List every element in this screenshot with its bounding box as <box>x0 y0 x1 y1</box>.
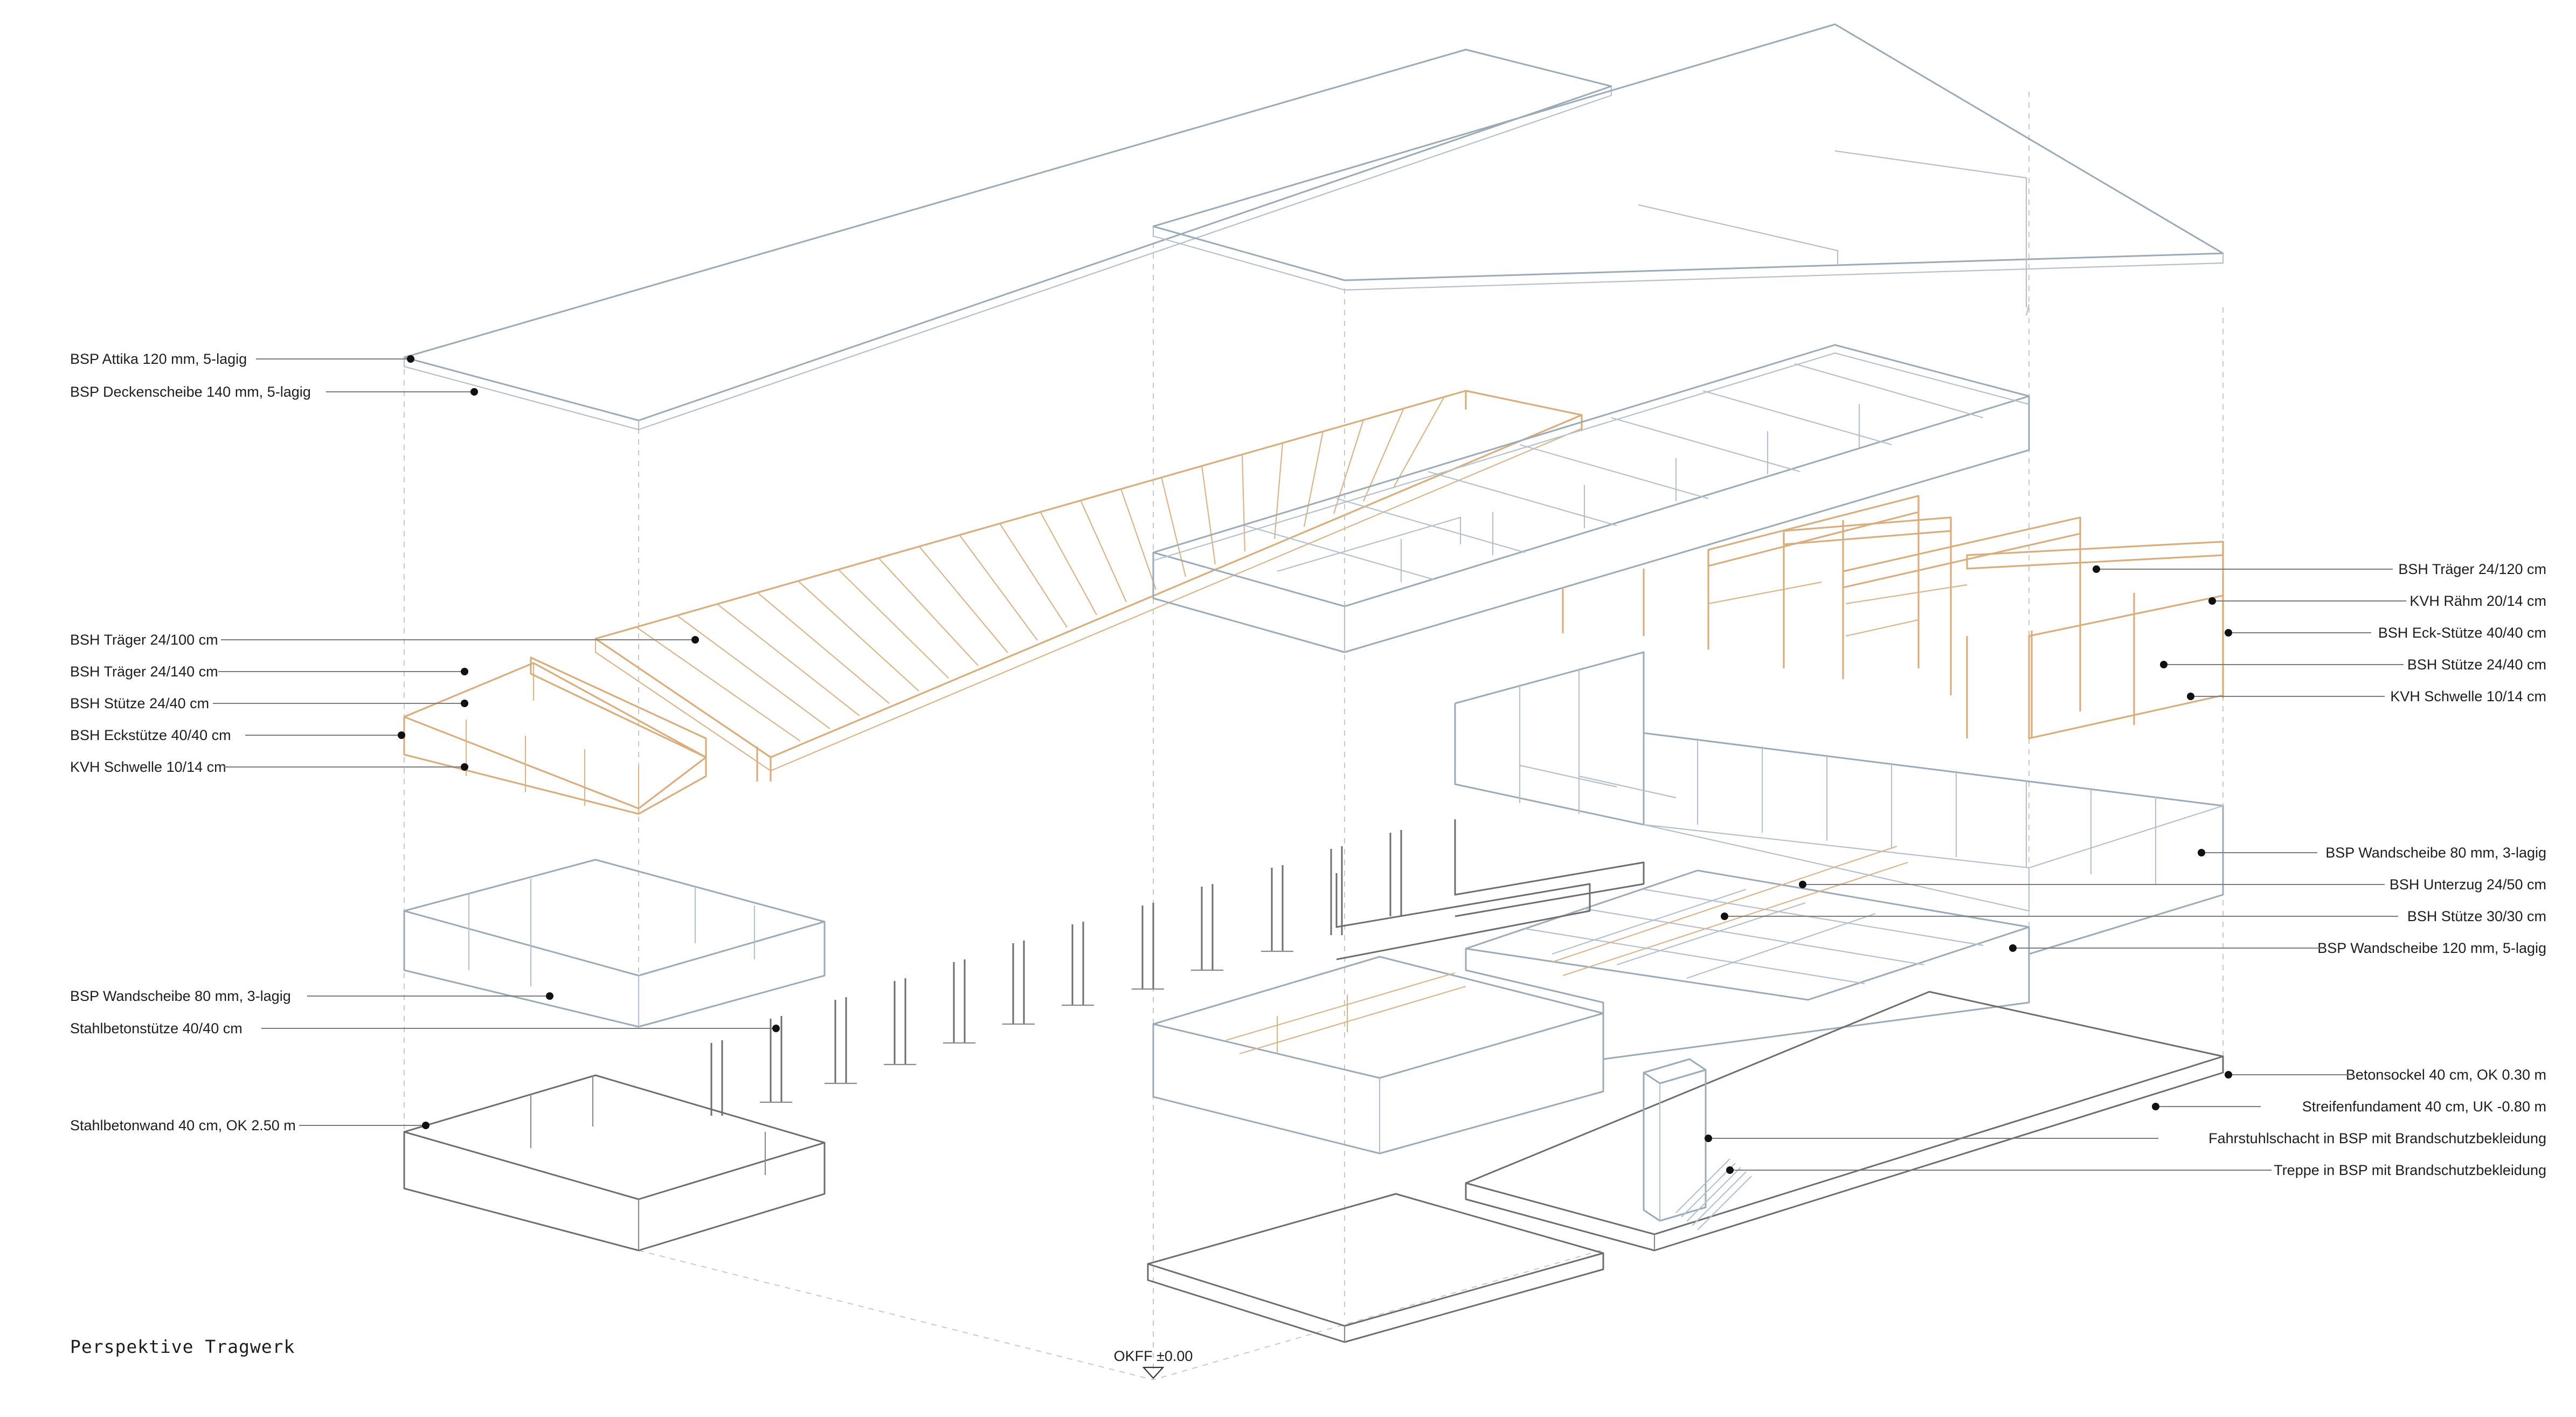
label-bsp-wandscheibe-80: BSP Wandscheibe 80 mm, 3-lagig <box>70 988 553 1004</box>
clt-wall-storey-east <box>1454 651 2224 1003</box>
svg-text:Stahlbetonwand 40 cm, OK 2.50: Stahlbetonwand 40 cm, OK 2.50 m <box>70 1117 296 1133</box>
timber-beam-grid-west <box>594 390 1583 782</box>
svg-text:BSH Eck-Stütze 40/40 cm: BSH Eck-Stütze 40/40 cm <box>2378 625 2546 641</box>
label-bsp-wandscheibe-120: BSP Wandscheibe 120 mm, 5-lagig <box>2009 940 2546 956</box>
svg-text:KVH Rähm 20/14 cm: KVH Rähm 20/14 cm <box>2409 593 2546 609</box>
svg-text:BSH Träger 24/100 cm: BSH Träger 24/100 cm <box>70 632 218 648</box>
svg-text:BSP Wandscheibe 120 mm, 5-lag: BSP Wandscheibe 120 mm, 5-lagig <box>2317 940 2546 956</box>
roof-slab-east <box>1152 23 2224 316</box>
svg-text:BSH Träger 24/140 cm: BSH Träger 24/140 cm <box>70 663 218 680</box>
svg-text:BSH Stütze 24/40 cm: BSH Stütze 24/40 cm <box>70 695 209 711</box>
label-bsh-eck-stuetze: BSH Eck-Stütze 40/40 cm <box>2225 625 2546 641</box>
label-bsh-stuetze: BSH Stütze 24/40 cm <box>70 695 468 711</box>
svg-text:KVH Schwelle 10/14 cm: KVH Schwelle 10/14 cm <box>2390 688 2546 704</box>
label-kvh-schwelle-east: KVH Schwelle 10/14 cm <box>2187 688 2546 704</box>
timber-frame-west <box>403 656 707 815</box>
labels-left: BSP Attika 120 mm, 5-lagig BSP Deckensch… <box>70 351 780 1133</box>
label-bsh-traeger-100: BSH Träger 24/100 cm <box>70 632 699 648</box>
stair <box>1675 1158 1752 1231</box>
label-stahlbetonstuetze: Stahlbetonstütze 40/40 cm <box>70 1020 780 1036</box>
svg-text:Fahrstuhlschacht in BSP mit Br: Fahrstuhlschacht in BSP mit Brandschutzb… <box>2208 1130 2546 1146</box>
concrete-columns <box>710 830 1402 1116</box>
clt-small-block <box>1152 956 1604 1155</box>
foundation-south <box>1147 1193 1604 1343</box>
projection-lines <box>404 92 2224 1381</box>
label-bsh-traeger-120: BSH Träger 24/120 cm <box>2093 561 2546 577</box>
label-stahlbetonwand: Stahlbetonwand 40 cm, OK 2.50 m <box>70 1117 430 1133</box>
labels-right: BSH Träger 24/120 cm KVH Rähm 20/14 cm B… <box>1705 561 2546 1178</box>
datum-label: OKFF ±0.00 <box>1114 1348 1193 1364</box>
svg-text:Streifenfundament 40 cm, UK -0: Streifenfundament 40 cm, UK -0.80 m <box>2302 1098 2546 1115</box>
label-bsh-eckstuetze: BSH Eckstütze 40/40 cm <box>70 727 405 743</box>
label-fahrstuhlschacht: Fahrstuhlschacht in BSP mit Brandschutzb… <box>1705 1130 2546 1146</box>
label-streifenfundament: Streifenfundament 40 cm, UK -0.80 m <box>2152 1098 2546 1115</box>
datum-marker: OKFF ±0.00 <box>1114 1348 1193 1379</box>
svg-text:KVH Schwelle 10/14 cm: KVH Schwelle 10/14 cm <box>70 759 226 775</box>
label-bsh-traeger-140: BSH Träger 24/140 cm <box>70 663 468 680</box>
elevator-shaft <box>1643 1058 1707 1222</box>
svg-text:BSP Attika 120 mm, 5-lagig: BSP Attika 120 mm, 5-lagig <box>70 351 247 367</box>
timber-frames-east <box>1562 495 2224 739</box>
foundation-east <box>1465 991 2224 1252</box>
drawing-title: Perspektive Tragwerk <box>70 1336 295 1357</box>
svg-text:BSP Deckenscheibe 140 mm, 5-la: BSP Deckenscheibe 140 mm, 5-lagig <box>70 384 311 400</box>
svg-text:Betonsockel 40 cm, OK 0.30 m: Betonsockel 40 cm, OK 0.30 m <box>2346 1067 2546 1083</box>
label-bsp-attika: BSP Attika 120 mm, 5-lagig <box>70 351 414 367</box>
label-kvh-schwelle: KVH Schwelle 10/14 cm <box>70 759 468 775</box>
label-bsh-stuetze-30: BSH Stütze 30/30 cm <box>1721 908 2546 924</box>
svg-text:BSH Träger 24/120 cm: BSH Träger 24/120 cm <box>2398 561 2546 577</box>
clt-upper-block-east <box>1152 344 2030 653</box>
svg-text:Treppe in BSP mit Brandschutzb: Treppe in BSP mit Brandschutzbekleidung <box>2274 1162 2546 1178</box>
svg-text:BSH Unterzug 24/50 cm: BSH Unterzug 24/50 cm <box>2390 876 2546 893</box>
svg-text:BSH Stütze 30/30 cm: BSH Stütze 30/30 cm <box>2407 908 2546 924</box>
label-bsh-stuetze-east: BSH Stütze 24/40 cm <box>2160 656 2546 673</box>
svg-text:BSP Wandscheibe 80 mm, 3-lagi: BSP Wandscheibe 80 mm, 3-lagig <box>2325 845 2546 861</box>
clt-wall-ring-west <box>403 859 826 1028</box>
label-treppe: Treppe in BSP mit Brandschutzbekleidung <box>1726 1162 2546 1178</box>
concrete-frames-center <box>1335 819 1645 960</box>
label-bsp-deckenscheibe: BSP Deckenscheibe 140 mm, 5-lagig <box>70 384 478 400</box>
svg-text:Stahlbetonstütze 40/40 cm: Stahlbetonstütze 40/40 cm <box>70 1020 243 1036</box>
svg-text:BSH Eckstütze 40/40 cm: BSH Eckstütze 40/40 cm <box>70 727 231 743</box>
svg-text:BSP Wandscheibe 80 mm, 3-lagi: BSP Wandscheibe 80 mm, 3-lagig <box>70 988 291 1004</box>
label-bsp-wandscheibe-80-east: BSP Wandscheibe 80 mm, 3-lagig <box>2198 845 2546 861</box>
label-bsh-unterzug: BSH Unterzug 24/50 cm <box>1799 876 2546 893</box>
svg-text:BSH Stütze 24/40 cm: BSH Stütze 24/40 cm <box>2407 656 2546 673</box>
concrete-wall-west <box>403 1074 826 1252</box>
label-betonsockel: Betonsockel 40 cm, OK 0.30 m <box>2225 1067 2546 1083</box>
label-kvh-raehm: KVH Rähm 20/14 cm <box>2208 593 2546 609</box>
roof-slab-west <box>403 49 1612 431</box>
